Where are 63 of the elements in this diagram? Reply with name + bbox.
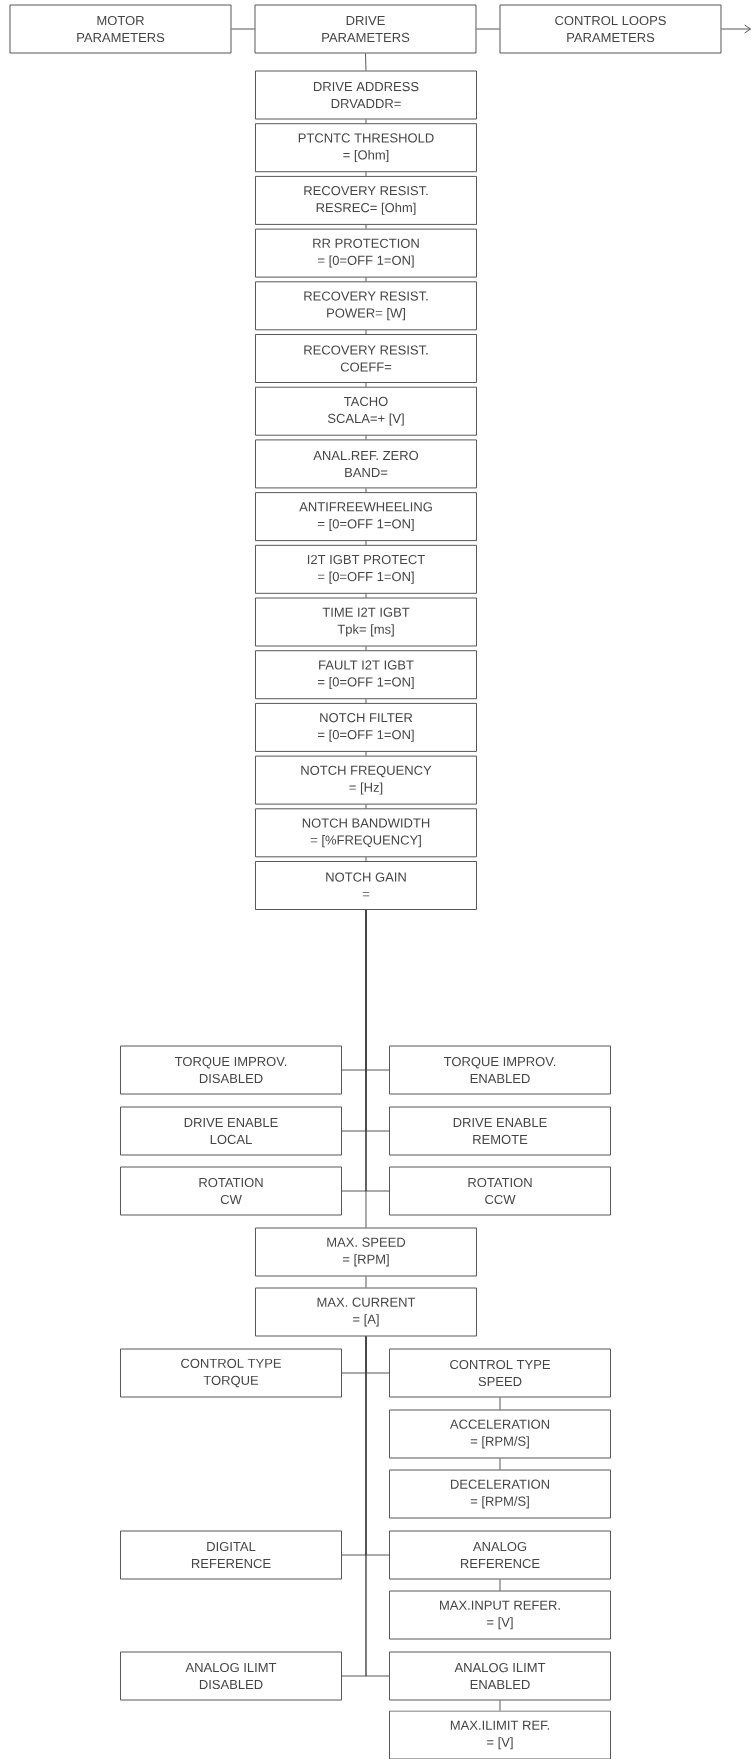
parameter-box: ROTATION CW <box>120 1166 342 1216</box>
connector-line <box>365 382 367 388</box>
parameter-box: ACCELERATION = [RPM/S] <box>389 1409 611 1459</box>
parameter-box: NOTCH BANDWIDTH = [%FREQUENCY] <box>255 808 477 858</box>
parameter-box: NOTCH FREQUENCY = [Hz] <box>255 755 477 805</box>
parameter-box: I2T IGBT PROTECT = [0=OFF 1=ON] <box>255 544 477 594</box>
parameter-box: MOTOR PARAMETERS <box>9 4 232 54</box>
parameter-box: ANALOG ILIMT ENABLED <box>389 1651 611 1701</box>
parameter-box: CONTROL TYPE SPEED <box>389 1348 611 1398</box>
connector-line <box>365 119 367 124</box>
parameter-box: DIGITAL REFERENCE <box>120 1530 342 1580</box>
connector-line <box>365 277 367 282</box>
connector-line <box>499 1579 501 1591</box>
parameter-box: MAX. CURRENT = [A] <box>255 1287 477 1337</box>
parameter-box: TORQUE IMPROV. ENABLED <box>389 1045 611 1095</box>
parameter-box: ANTIFREEWHEELING = [0=OFF 1=ON] <box>255 492 477 542</box>
parameter-box: DRIVE PARAMETERS <box>254 4 477 54</box>
parameter-box: MAX.INPUT REFER. = [V] <box>389 1590 611 1640</box>
connector-line <box>365 540 367 546</box>
parameter-box: ANALOG REFERENCE <box>389 1530 611 1580</box>
connector-line <box>476 28 500 30</box>
parameter-box: TIME I2T IGBT Tpk= [ms] <box>255 597 477 647</box>
connector-line <box>365 751 367 757</box>
parameter-box: TORQUE IMPROV. DISABLED <box>120 1045 342 1095</box>
connector-line <box>365 909 367 1228</box>
parameter-box: ANALOG ILIMT DISABLED <box>120 1651 342 1701</box>
connector-line <box>365 856 367 862</box>
parameter-box: MAX.ILIMIT REF. = [V] <box>389 1710 611 1759</box>
connector-line <box>365 646 367 651</box>
connector-line <box>365 1276 367 1288</box>
parameter-box: RECOVERY RESIST. COEFF= <box>255 334 477 383</box>
parameter-box: FAULT I2T IGBT = [0=OFF 1=ON] <box>255 650 477 700</box>
connector-line <box>499 1458 501 1470</box>
connector-line <box>365 593 367 598</box>
connector-line <box>365 171 367 177</box>
parameter-box: CONTROL TYPE TORQUE <box>120 1348 342 1398</box>
connector-line <box>231 28 255 30</box>
parameter-box: DRIVE ENABLE REMOTE <box>389 1106 611 1156</box>
parameter-box: PTCNTC THRESHOLD = [Ohm] <box>255 123 477 173</box>
parameter-box: DECELERATION = [RPM/S] <box>389 1469 611 1519</box>
parameter-box: DRIVE ENABLE LOCAL <box>120 1106 342 1156</box>
connector-line <box>365 224 367 230</box>
connector-line <box>365 329 367 335</box>
parameter-box: ANAL.REF. ZERO BAND= <box>255 439 477 489</box>
connector-line <box>365 435 367 440</box>
connector-line <box>365 53 367 71</box>
parameter-box: TACHO SCALA=+ [V] <box>255 386 477 436</box>
connector-line <box>365 1336 390 1677</box>
connector-line <box>365 487 367 493</box>
connector-line <box>499 1397 501 1410</box>
parameter-box: ROTATION CCW <box>389 1166 611 1216</box>
parameter-box: CONTROL LOOPS PARAMETERS <box>499 4 722 54</box>
connector-line <box>365 804 367 809</box>
parameter-box: RR PROTECTION = [0=OFF 1=ON] <box>255 228 477 278</box>
connector-line <box>721 24 751 34</box>
parameter-box: MAX. SPEED = [RPM] <box>255 1227 477 1277</box>
parameter-box: RECOVERY RESIST. POWER= [W] <box>255 281 477 331</box>
parameter-box: NOTCH GAIN = <box>255 861 477 910</box>
connector-line <box>499 1700 501 1711</box>
parameter-box: RECOVERY RESIST. RESREC= [Ohm] <box>255 175 477 225</box>
parameter-box: DRIVE ADDRESS DRVADDR= <box>255 70 477 120</box>
connector-line <box>365 698 367 704</box>
parameter-box: NOTCH FILTER = [0=OFF 1=ON] <box>255 702 477 752</box>
